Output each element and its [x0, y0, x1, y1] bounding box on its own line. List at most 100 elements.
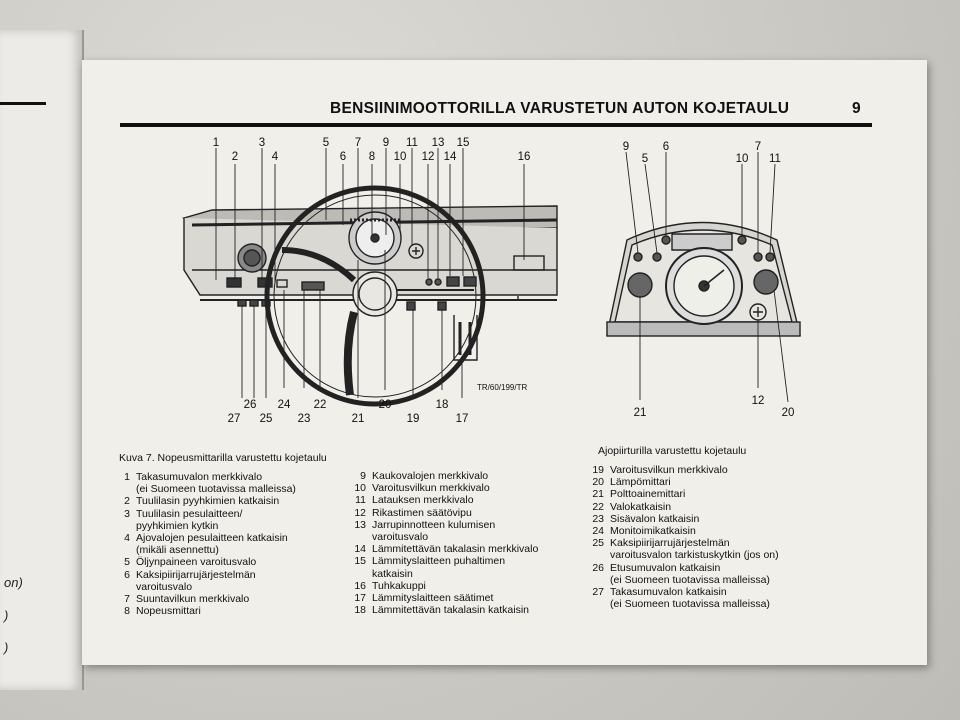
legend-item-line: (mikäli asennettu) [136, 544, 219, 557]
callout-18: 18 [436, 399, 449, 411]
legend-item-line: Kaksipiirijarrujärjestelmän [610, 537, 730, 550]
legend-item-number: 9 [360, 470, 366, 482]
legend-item-line: Sisävalon katkaisin [610, 512, 700, 525]
legend-item-line: varoitusvalon tarkistuskytkin (jos on) [610, 549, 779, 562]
legend-item-line: Lämmitettävän takalasin merkkivalo [372, 543, 539, 556]
legend-item-line: Rikastimen säätövipu [372, 506, 472, 519]
callout-16: 16 [518, 151, 531, 163]
legend-item-line: (ei Suomeen tuotavissa malleissa) [136, 483, 296, 496]
legend-item-text: Sisävalon katkaisin [610, 513, 866, 525]
callout-14: 14 [444, 151, 457, 163]
callout-17: 17 [456, 413, 469, 425]
legend-item-line: Varoitusvilkun merkkivalo [610, 464, 728, 476]
caption-speedometer: Kuva 7. Nopeusmittarilla varustettu koje… [119, 452, 327, 464]
legend-item-number: 8 [124, 605, 130, 618]
legend-item-line: Takasumuvalon katkaisin [610, 586, 727, 599]
legend-item-line: Monitoimikatkaisin [610, 525, 696, 538]
main-callout-lines [215, 148, 525, 398]
callout-23: 23 [298, 413, 311, 425]
legend-item-text: Tuulilasin pyyhkimien katkaisin [136, 495, 347, 507]
callout-6: 6 [340, 151, 346, 163]
legend-item-number: 13 [354, 518, 366, 531]
legend-item-line: Etusumuvalon katkaisin [610, 561, 721, 574]
callout-2: 2 [232, 151, 238, 163]
legend-item-number: 5 [124, 556, 130, 569]
legend-item-line: Lämpömittari [610, 476, 671, 489]
legend-item-number: 16 [354, 579, 366, 592]
legend-item-text: Monitoimikatkaisin [610, 525, 866, 537]
left-page-rule [0, 102, 46, 105]
legend-item-line: Tuulilasin pesulaitteen/ [136, 507, 243, 520]
legend-item-text: Lämmityslaitteen säätimet [372, 592, 598, 604]
legend-item: 18 Lämmitettävän takalasin katkaisin [348, 604, 598, 616]
legend-item-text: Tuulilasin pesulaitteen/pyyhkimien kytki… [136, 508, 347, 532]
legend-item-line: varoitusvalo [372, 531, 429, 544]
callout-26: 26 [244, 399, 257, 411]
legend-item-line: Valokatkaisin [610, 500, 672, 513]
legend-item-line: pyyhkimien kytkin [136, 519, 219, 532]
legend-item-text: Varoitusvilkun merkkivalo [372, 482, 598, 494]
legend-item-text: Nopeusmittari [136, 605, 347, 617]
callout-11: 11 [406, 137, 418, 149]
legend-item-line: Lämmityslaitteen säätimet [372, 592, 494, 605]
callout-9: 9 [383, 137, 389, 149]
legend-item-line: Varoitusvilkun merkkivalo [372, 482, 490, 495]
callout-8: 8 [369, 151, 375, 163]
legend-item-number: 18 [354, 604, 366, 617]
legend-item-line: Kaksipiirijarrujärjestelmän [136, 568, 256, 581]
tachograph-callout-lines [625, 151, 789, 403]
left-page-fragment: ) [4, 608, 9, 623]
legend-item-number: 15 [354, 555, 366, 568]
legend-item-text: Etusumuvalon katkaisin(ei Suomeen tuotav… [610, 562, 866, 586]
legend-item-number: 2 [124, 495, 130, 508]
tachograph-dashboard-drawing [606, 221, 801, 337]
callout-15: 15 [457, 137, 470, 149]
legend-item-line: Tuulilasin pyyhkimien katkaisin [136, 495, 280, 508]
legend-item-text: Suuntavilkun merkkivalo [136, 593, 347, 605]
tacho-callout-9: 9 [623, 141, 629, 153]
header-rule [120, 123, 872, 127]
callout-4: 4 [272, 151, 279, 163]
legend-item: 26 Etusumuvalon katkaisin(ei Suomeen tuot… [586, 562, 866, 586]
tachograph-callout-numbers: 9 5 6 10 7 11 21 12 20 [623, 141, 795, 419]
legend-item-text: Kaukovalojen merkkivalo [372, 470, 598, 482]
legend-item-number: 24 [592, 525, 604, 538]
callout-24: 24 [278, 399, 291, 411]
legend-item-number: 25 [592, 537, 604, 550]
legend-item-line: (ei Suomeen tuotavissa malleissa) [610, 573, 770, 586]
tacho-callout-6: 6 [663, 141, 669, 153]
legend-item-number: 26 [592, 561, 604, 574]
callout-3: 3 [259, 137, 265, 149]
legend-item-number: 19 [592, 464, 604, 476]
legend-item-line: Öljynpaineen varoitusvalo [136, 556, 257, 569]
tacho-callout-5: 5 [642, 153, 648, 165]
callout-1: 1 [213, 137, 219, 149]
legend-item-line: Tuhkakuppi [372, 579, 426, 592]
legend-item-number: 10 [354, 482, 366, 495]
callout-25: 25 [260, 413, 273, 425]
legend-item-line: katkaisin [372, 567, 413, 580]
legend-item-line: Nopeusmittari [136, 605, 201, 618]
main-dashboard-drawing [181, 185, 558, 407]
legend-item-text: Öljynpaineen varoitusvalo [136, 556, 347, 568]
tacho-callout-20: 20 [782, 407, 795, 419]
legend-item-number: 17 [354, 592, 366, 605]
left-page-fragment: ) [4, 640, 9, 655]
legend-item-text: Lämmitettävän takalasin katkaisin [372, 604, 598, 616]
legend-item-text: Ajovalojen pesulaitteen katkaisin(mikäli… [136, 532, 347, 556]
caption-tachograph: Ajopiirturilla varustettu kojetaulu [598, 445, 747, 457]
legend-item-line: Takasumuvalon merkkivalo [136, 471, 263, 483]
legend-item-number: 3 [124, 507, 130, 520]
callout-13: 13 [432, 137, 445, 149]
